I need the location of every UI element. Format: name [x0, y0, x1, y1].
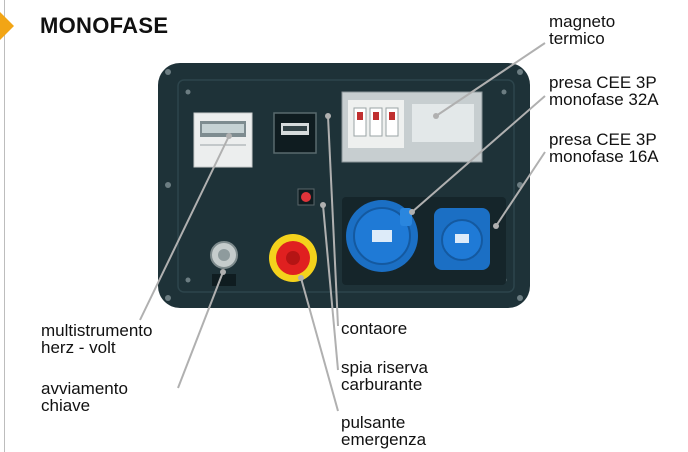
- label-hour-meter: contaore: [341, 320, 407, 337]
- socket-16a: [434, 208, 490, 270]
- label-hour-meter-line1: contaore: [341, 319, 408, 338]
- label-socket-32a: presa CEE 3P monofase 32A: [549, 74, 659, 108]
- label-socket-32a-line2: monofase 32A: [549, 90, 659, 109]
- label-breaker-line1: magneto: [549, 12, 616, 31]
- label-multimeter-line1: multistrumento: [41, 321, 153, 340]
- panel-inner-frame: [177, 79, 515, 293]
- label-emergency-line1: pulsante: [341, 413, 406, 432]
- label-emergency: pulsante emergenza: [341, 414, 426, 448]
- multimeter-display: [193, 112, 253, 168]
- label-fuel-light-line1: spia riserva: [341, 358, 428, 377]
- label-fuel-light-line2: carburante: [341, 375, 423, 394]
- hour-meter: [273, 112, 317, 154]
- emergency-button: [269, 234, 317, 282]
- label-socket-16a-line1: presa CEE 3P: [549, 130, 657, 149]
- leader-dots: [220, 113, 499, 281]
- label-fuel-light: spia riserva carburante: [341, 359, 428, 393]
- label-multimeter: multistrumento herz - volt: [41, 322, 152, 356]
- page-margin-rule: [4, 0, 5, 452]
- label-multimeter-line2: herz - volt: [41, 338, 116, 357]
- label-breaker: magneto termico: [549, 13, 615, 47]
- fuel-reserve-lamp: [297, 188, 315, 206]
- section-marker-icon: [0, 12, 14, 40]
- label-socket-32a-line1: presa CEE 3P: [549, 73, 657, 92]
- label-socket-16a-line2: monofase 16A: [549, 147, 659, 166]
- key-switch: [210, 241, 238, 286]
- page-title: MONOFASE: [40, 13, 169, 38]
- label-key-start-line2: chiave: [41, 396, 91, 415]
- circuit-breaker-box: [341, 91, 483, 163]
- label-key-start: avviamento chiave: [41, 380, 128, 414]
- label-emergency-line2: emergenza: [341, 430, 427, 449]
- label-key-start-line1: avviamento: [41, 379, 128, 398]
- label-breaker-line2: termico: [549, 29, 605, 48]
- socket-32a: [346, 200, 418, 272]
- leader-lines: [139, 42, 546, 412]
- label-socket-16a: presa CEE 3P monofase 16A: [549, 131, 659, 165]
